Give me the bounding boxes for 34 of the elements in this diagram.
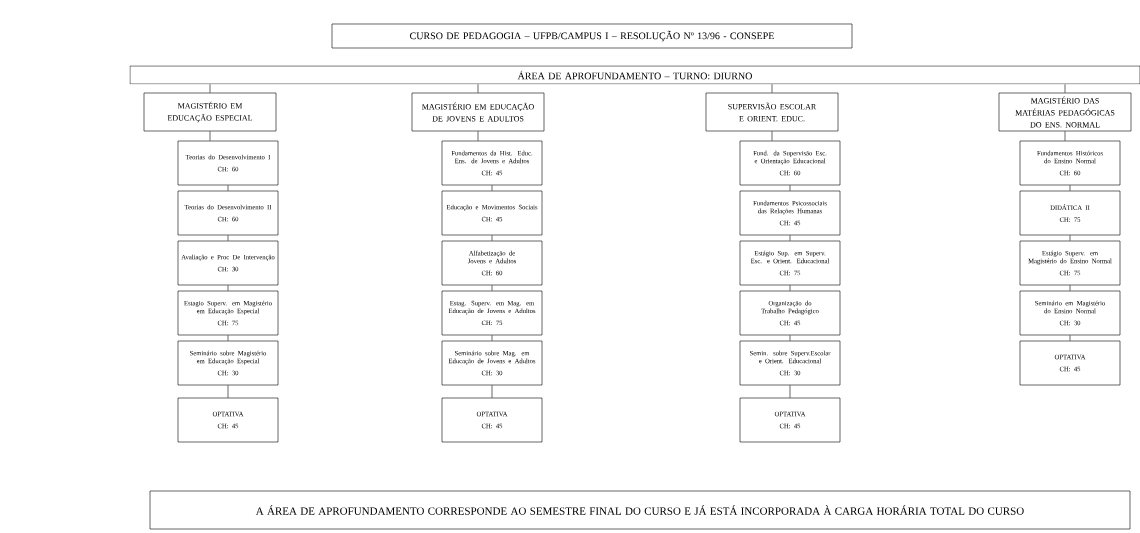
area-box: MAGISTÉRIO EM EDUCAÇÃO ESPECIAL [143, 92, 277, 132]
connector-line [1069, 285, 1071, 291]
connector-line [789, 185, 791, 191]
connector-line [1069, 235, 1071, 241]
connector-line [771, 131, 773, 141]
title-box: CURSO DE PEDAGOGIA – UFPB/CAMPUS I – RESOLUÇÃO Nº 13/96 - CONSEPE [331, 23, 853, 49]
connector-line [1064, 84, 1066, 93]
connector-line [1064, 131, 1066, 141]
connector-line [1069, 185, 1071, 191]
connector-line [491, 235, 493, 241]
connector-line [771, 84, 773, 93]
connector-line [491, 185, 493, 191]
connector-line [227, 235, 229, 241]
connector-line [227, 285, 229, 291]
connector-line [1069, 335, 1071, 341]
connector-line [209, 84, 211, 93]
area-box: SUPERVISÃO ESCOLAR E ORIENT. EDUC. [705, 92, 839, 132]
connector-line [491, 335, 493, 341]
connector-line [789, 285, 791, 291]
connector-line [789, 335, 791, 341]
connector-line [477, 84, 479, 93]
connector-line [477, 131, 479, 141]
connector-line [789, 385, 791, 398]
connector-line [789, 235, 791, 241]
connector-line [491, 285, 493, 291]
area-box: MAGISTÉRIO EM EDUCAÇÃO DE JOVENS E ADULTOS [411, 92, 545, 132]
header-band: ÁREA DE APROFUNDAMENTO – TURNO: DIURNO [129, 65, 1140, 85]
connector-line [227, 385, 229, 398]
note-box: A ÁREA DE APROFUNDAMENTO CORRESPONDE AO SEMESTRE FINAL DO CURSO E JÁ ESTÁ INCORPORADA À CARGA HORÁRIA TOTAL DO CURSO [149, 490, 1131, 530]
connector-line [491, 385, 493, 398]
connector-line [209, 131, 211, 141]
area-box: MAGISTÉRIO DAS MATÉRIAS PEDAGÓGICAS DO ENS. NORMAL [998, 92, 1132, 132]
connector-line [227, 335, 229, 341]
connector-line [227, 185, 229, 191]
